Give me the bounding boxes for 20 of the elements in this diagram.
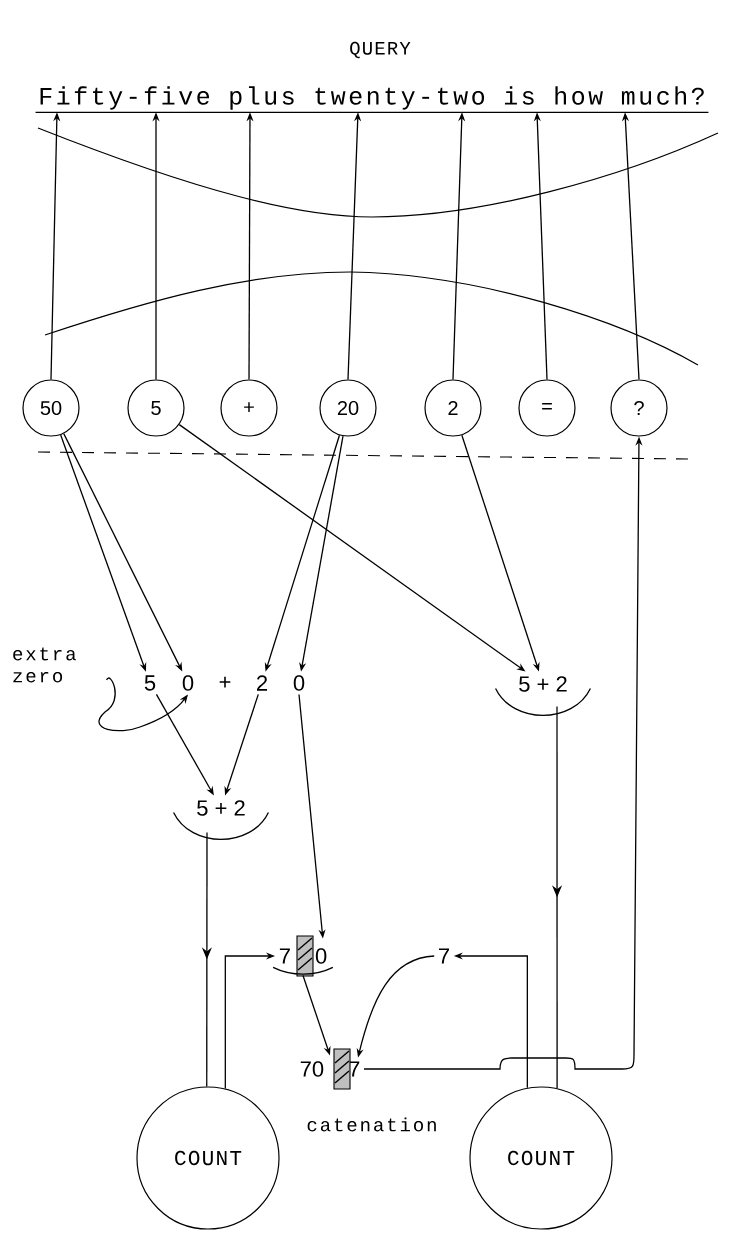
caption-text: catenation [307,1117,436,1132]
digit: 2 [257,675,267,691]
underlined-sentence: Fifty-five plus twenty-two is how much? [34,86,710,113]
concatenation-pair: 70 7 [300,1048,360,1090]
node-label: 0 [315,948,327,964]
adder-arc: 5 + 2 [494,676,592,717]
node-label: 7 [349,1061,360,1077]
concatenation-pair: 7 0 [272,935,334,977]
arrow [98,677,188,732]
digit: 5 [144,675,156,691]
node-label: 7 [279,948,290,964]
title: QUERY [350,41,411,59]
node-label: 70 [300,1061,324,1077]
plus-sign: + [219,676,231,688]
note-text: extra zero [13,647,76,683]
digit: 0 [293,675,305,691]
digit: 0 [182,675,194,691]
adder-arc: 5 + 2 [172,800,270,841]
digit: 7 [439,948,449,964]
arrow [552,705,563,1089]
